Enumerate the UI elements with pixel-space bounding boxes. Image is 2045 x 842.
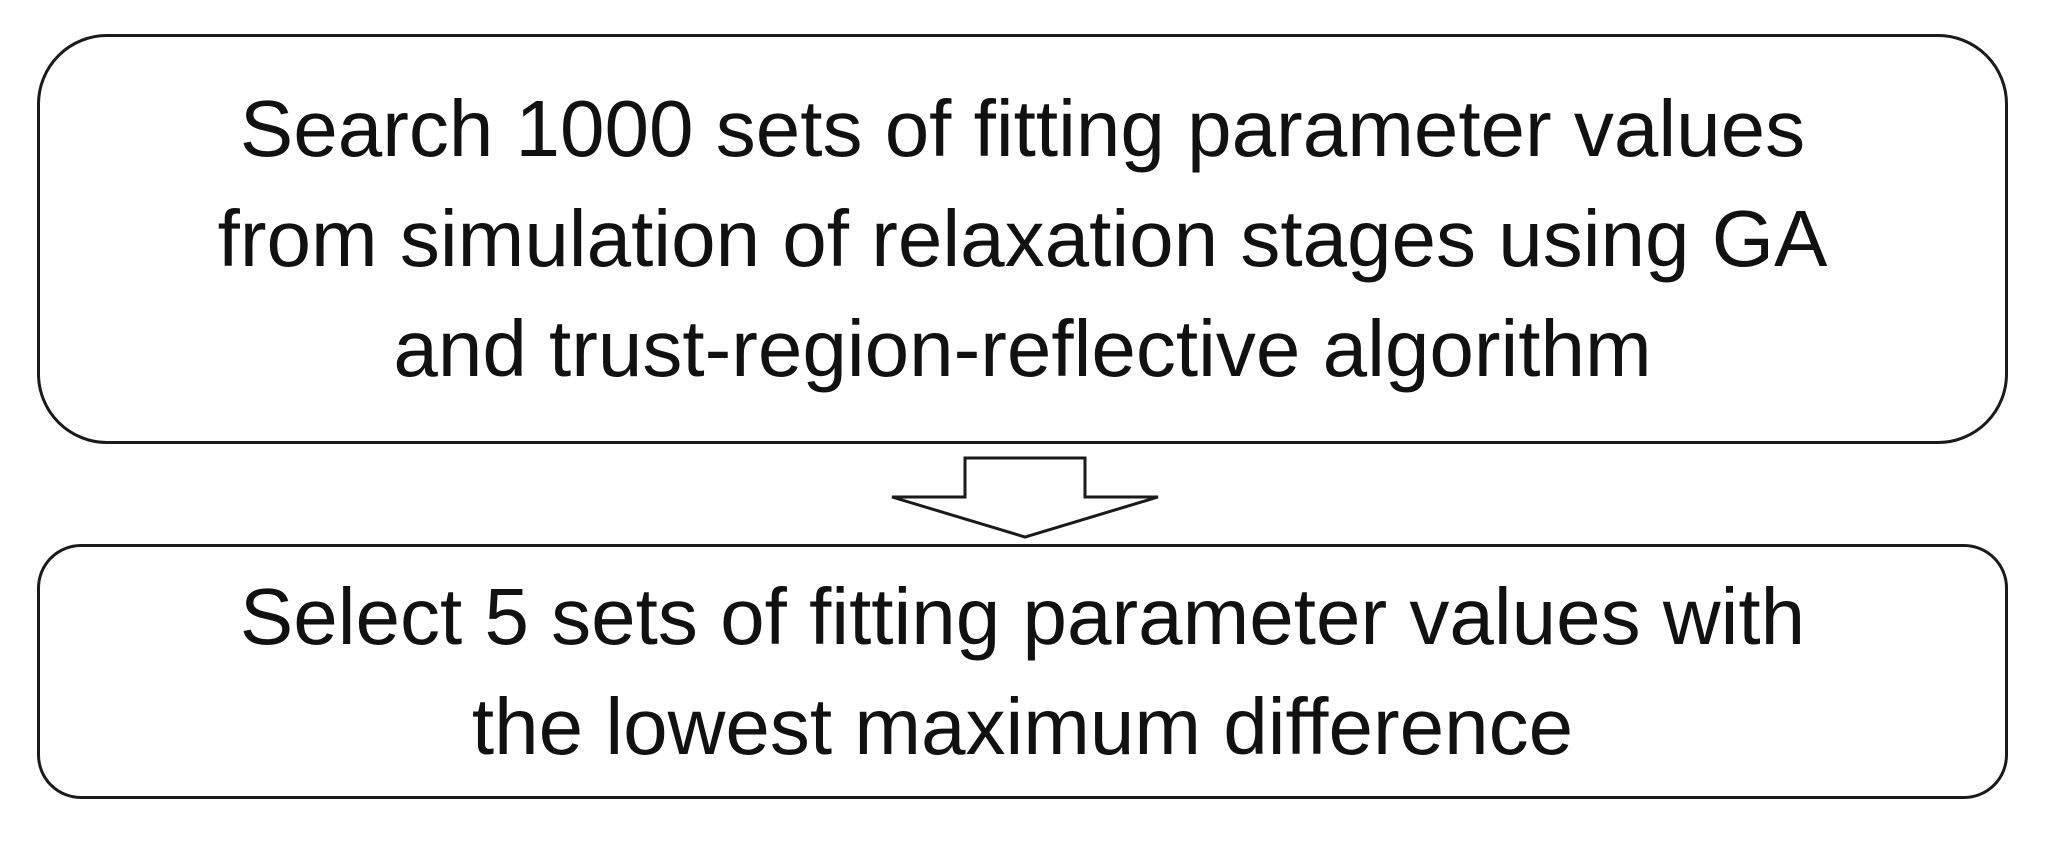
- step-1-box: Search 1000 sets of fitting parameter va…: [37, 34, 2008, 444]
- step-2-line-1: Select 5 sets of fitting parameter value…: [239, 571, 1806, 661]
- step-1-line-1: Search 1000 sets of fitting parameter va…: [239, 84, 1806, 173]
- step-1-line-3: and trust-region-reflective algorithm: [393, 304, 1652, 393]
- step-2-line-2: the lowest maximum difference: [471, 681, 1574, 771]
- step-2-box: Select 5 sets of fitting parameter value…: [37, 544, 2008, 799]
- step-1-line-2: from simulation of relaxation stages usi…: [217, 194, 1828, 283]
- down-arrow-icon: [891, 456, 1159, 539]
- down-arrow-shape: [891, 456, 1159, 539]
